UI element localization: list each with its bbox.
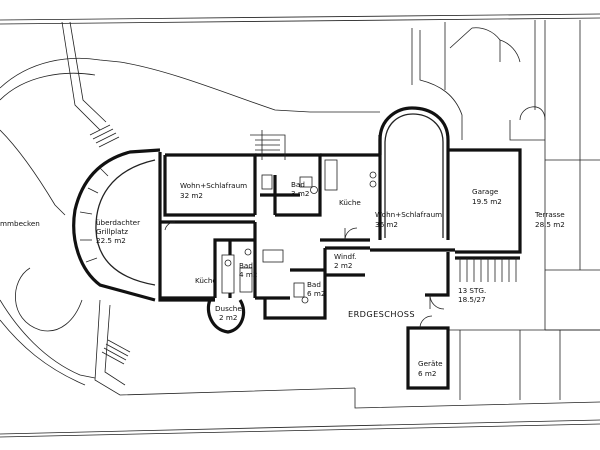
- grill-wall-segments: [79, 167, 109, 263]
- room-geraete: Geräte 6 m2: [418, 359, 443, 378]
- room-terrasse-name: Terrasse: [534, 210, 565, 219]
- room-bad6-name: Bad: [307, 280, 321, 289]
- room-stairs-name: 13 STG.: [458, 286, 486, 295]
- room-kueche2-name: Küche: [195, 276, 217, 285]
- room-wohn1: Wohn+Schlafraum 32 m2: [180, 181, 247, 200]
- stairs-left-bottom: [101, 339, 131, 365]
- room-grill-name2: Grillplatz: [96, 227, 128, 236]
- room-wohn2-name: Wohn+Schlafraum: [375, 210, 442, 219]
- room-grill: überdachter Grillplatz 22.5 m2: [96, 218, 140, 245]
- room-pool-name: mmbecken: [0, 219, 40, 228]
- room-bad4-name: Bad: [239, 261, 253, 270]
- room-grill-name: überdachter: [96, 218, 140, 227]
- stairs-left-top: [89, 124, 120, 148]
- room-bad3: Bad 3 m2: [291, 180, 309, 198]
- room-wohn1-name: Wohn+Schlafraum: [180, 181, 247, 190]
- room-bad6-area: 6 m2: [307, 289, 325, 298]
- room-pool: mmbecken: [0, 219, 40, 228]
- room-bad4: Bad 4 m2: [239, 261, 257, 279]
- garage-door-swing: [449, 27, 521, 63]
- room-kueche1-name: Küche: [339, 198, 361, 207]
- room-dusche-area: 2 m2: [219, 313, 237, 322]
- room-grill-area: 22.5 m2: [96, 236, 126, 245]
- room-windf-name: Windf.: [334, 252, 356, 261]
- site-outline: [0, 13, 600, 438]
- room-bad6: Bad 6 m2: [307, 280, 325, 298]
- room-bad3-area: 3 m2: [291, 189, 309, 198]
- room-wohn1-area: 32 m2: [180, 191, 203, 200]
- room-kueche2: Küche: [195, 276, 217, 285]
- door-swings: [164, 221, 445, 329]
- room-garage-name: Garage: [472, 187, 499, 196]
- kitchen-fixtures: [221, 159, 377, 294]
- room-geraete-area: 6 m2: [418, 369, 436, 378]
- stairs-main: [459, 258, 517, 282]
- room-garage: Garage 19.5 m2: [472, 187, 502, 206]
- room-garage-area: 19.5 m2: [472, 197, 502, 206]
- room-wohn2: Wohn+Schlafraum 36 m2: [375, 210, 442, 229]
- plan-title: ERDGESCHOSS: [348, 309, 415, 319]
- stairs-center-top: [250, 130, 286, 160]
- room-windf: Windf. 2 m2: [334, 252, 356, 270]
- room-bad4-area: 4 m2: [239, 270, 257, 279]
- room-dusche: Dusche 2 m2: [215, 304, 242, 322]
- building-walls: [72, 106, 522, 390]
- room-stairs: 13 STG. 18.5/27: [458, 286, 486, 304]
- room-dusche-name: Dusche: [215, 304, 242, 313]
- room-terrasse-area: 28.5 m2: [535, 220, 565, 229]
- room-geraete-name: Geräte: [418, 359, 443, 368]
- room-wohn2-area: 36 m2: [375, 220, 398, 229]
- room-bad3-name: Bad: [291, 180, 305, 189]
- bathroom-fixtures: [239, 174, 318, 304]
- room-stairs-area: 18.5/27: [458, 295, 486, 304]
- room-windf-area: 2 m2: [334, 261, 352, 270]
- room-kueche1: Küche: [339, 198, 361, 207]
- room-terrasse: Terrasse 28.5 m2: [534, 210, 565, 229]
